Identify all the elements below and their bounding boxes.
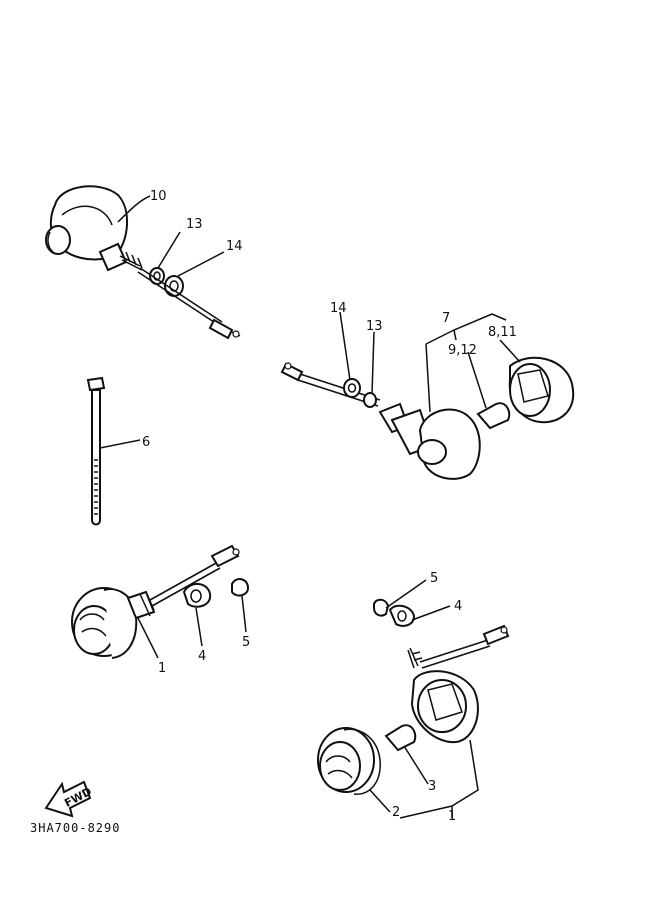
callout-10: 10 <box>150 189 167 204</box>
callout-1-left: 1 <box>158 661 166 676</box>
callout-6: 6 <box>142 435 150 450</box>
callout-13-mid: 13 <box>366 319 383 334</box>
callout-9-12: 9,12 <box>448 343 477 358</box>
cable-tie <box>86 376 141 526</box>
callout-4-left: 4 <box>198 649 206 664</box>
callout-1-right: 1 <box>448 809 456 824</box>
callout-8-11: 8,11 <box>488 325 517 340</box>
callout-5-right: 5 <box>430 571 438 586</box>
callout-2-right: 2 <box>392 805 400 820</box>
drawing-code: 3HA700-8290 <box>30 821 120 835</box>
flasher-assembly-middle <box>280 311 575 480</box>
fwd-arrow-icon <box>44 780 92 818</box>
flasher-assembly-lower-left <box>71 544 250 659</box>
callout-5-left: 5 <box>242 635 250 650</box>
callout-14-top: 14 <box>226 239 243 254</box>
callout-4-right: 4 <box>454 599 462 614</box>
callout-3-right: 3 <box>428 779 436 794</box>
flasher-assembly-lower-right <box>317 579 510 819</box>
callout-7: 7 <box>442 311 450 326</box>
callout-14-mid: 14 <box>330 301 347 316</box>
flasher-assembly-top-left <box>45 185 241 340</box>
callout-13-top: 13 <box>186 217 203 232</box>
